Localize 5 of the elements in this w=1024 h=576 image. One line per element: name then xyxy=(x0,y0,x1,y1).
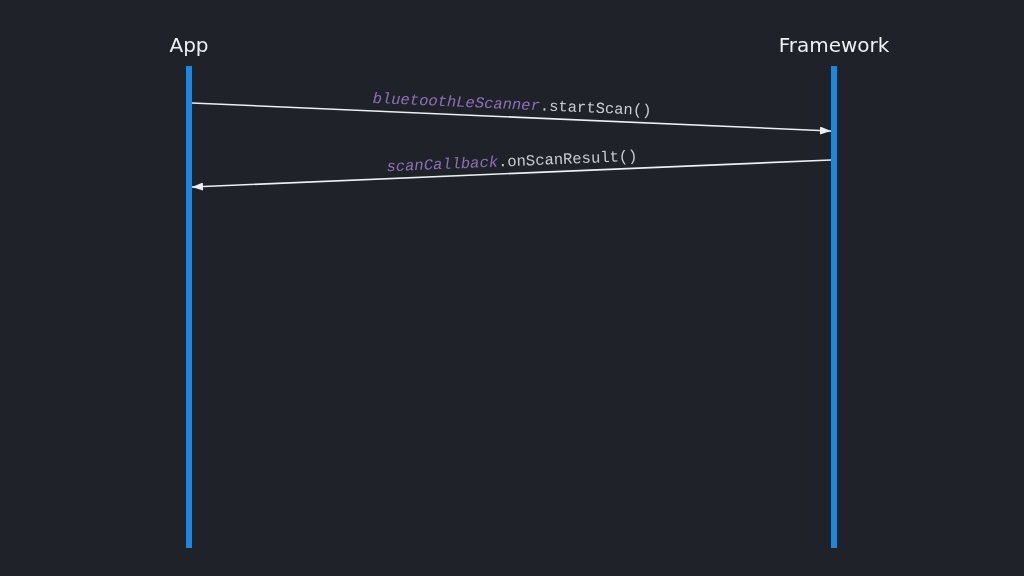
edge-label: bluetoothLeScanner.startScan() xyxy=(371,89,652,121)
participant-label: Framework xyxy=(778,33,890,57)
arrow xyxy=(191,102,832,135)
arrow xyxy=(191,159,832,191)
participant-label: App xyxy=(169,33,209,57)
